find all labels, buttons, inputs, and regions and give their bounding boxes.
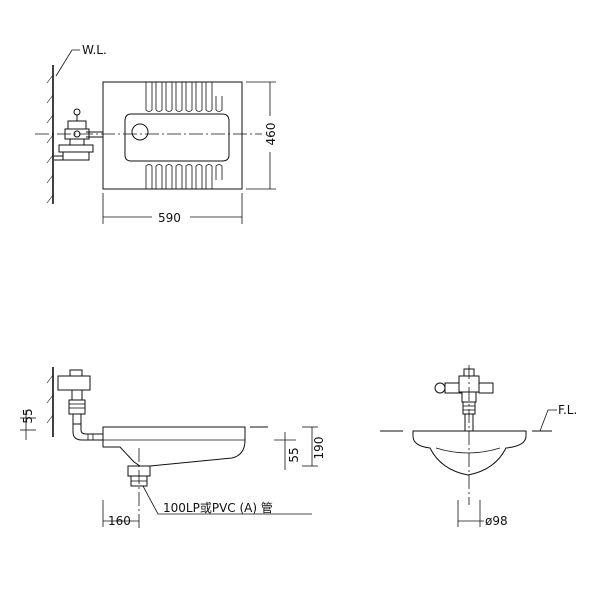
flush-valve-front	[434, 368, 494, 432]
dimension-190-label: 190	[312, 437, 326, 460]
wall-line-leader	[55, 49, 80, 77]
pipe-note-label: 100LP或PVC (A) 管	[163, 500, 273, 515]
dimension-590-label: 590	[158, 211, 181, 225]
drain-hole	[131, 123, 149, 141]
side-elevation: 55 55 190 160 100LP或PVC (A) 管	[20, 367, 326, 530]
dimension-55-left	[20, 410, 36, 440]
front-elevation: F.L. ø98	[380, 365, 577, 528]
bowl-recess	[124, 113, 230, 162]
plan-view: W.L.	[35, 43, 278, 225]
dimension-55-left-label: 55	[21, 408, 35, 423]
dimension-190	[302, 426, 318, 467]
wall-line-label: W.L.	[82, 43, 107, 57]
dimension-98	[457, 500, 484, 527]
wall-hatch	[46, 74, 54, 204]
pan-outline	[102, 81, 243, 190]
dimension-460	[246, 81, 276, 190]
flush-valve-side	[57, 369, 103, 441]
floor-line-leader	[539, 409, 557, 432]
dimension-160-label: 160	[108, 514, 131, 528]
dimension-98-label: ø98	[485, 514, 508, 528]
dimension-460-label: 460	[264, 123, 278, 146]
side-wall-hatch	[46, 374, 54, 424]
flush-valve-plan	[54, 108, 103, 161]
dimension-55-right-label: 55	[287, 447, 301, 462]
dimension-55-right	[274, 432, 296, 470]
floor-line-label: F.L.	[558, 403, 577, 417]
pipe-note-leader	[142, 485, 312, 515]
dimension-590	[102, 193, 243, 224]
foot-treads-bottom	[145, 164, 223, 189]
dimension-160	[102, 500, 139, 527]
pan-front-body	[412, 430, 527, 476]
pan-front-rim	[435, 447, 501, 454]
foot-treads-top	[145, 82, 223, 112]
pan-side-body	[102, 426, 246, 467]
